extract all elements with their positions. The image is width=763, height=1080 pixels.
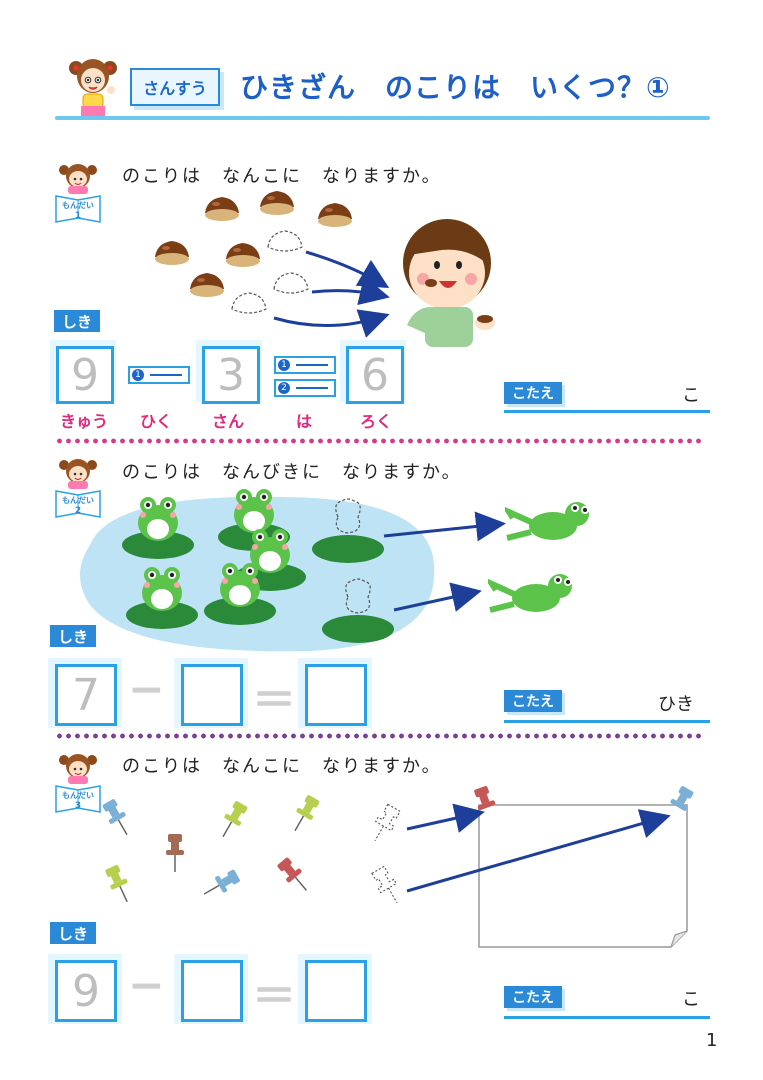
chestnut-icon (155, 241, 189, 265)
problem-1-equals-top-box[interactable]: 1 (274, 356, 336, 374)
problem-3-minus-sign: − (128, 960, 165, 1011)
reading-label: ひく (140, 412, 173, 431)
subject-badge: さんすう (130, 68, 220, 106)
problem-1-equals-bottom-box[interactable]: 2 (274, 379, 336, 397)
chestnut-icon (190, 273, 224, 297)
pushpin-icon (274, 854, 315, 897)
operator-mark-1: 1 (132, 369, 144, 381)
problem-2-mascot-icon (55, 459, 101, 518)
pushpin-icon (198, 866, 243, 903)
problem-1-subtrahend-box: 3 (202, 346, 260, 404)
problem-2-subtrahend-input[interactable] (181, 664, 243, 726)
problem-3-question: のこりは なんこに なりますか。 (122, 756, 442, 777)
problem-3-shiki-label: しき (50, 922, 96, 944)
section-divider (55, 733, 705, 739)
problem-3-answer-label: こたえ (504, 986, 562, 1008)
problem-2-equals-sign: ＝ (252, 675, 296, 726)
problem-3-result-input[interactable] (305, 960, 367, 1022)
reading-label: さん (212, 412, 245, 431)
pushpin-icon (99, 796, 136, 841)
problem-2-arrows (383, 511, 506, 612)
problem-3-minuend-box: 9 (55, 960, 117, 1022)
pushpin-outline-icon (366, 802, 403, 846)
pushpin-icon (165, 833, 185, 873)
problem-1-number: 1 (74, 211, 82, 221)
section-divider (55, 438, 705, 444)
problem-2-shiki-label: しき (50, 625, 96, 647)
problem-1-arrows (273, 250, 390, 338)
pushpin-icon (670, 786, 694, 811)
page-number: 1 (706, 1030, 718, 1051)
pushpins-illustration (99, 792, 406, 908)
problem-2-answer-label: こたえ (504, 690, 562, 712)
problem-1-answer-label: こたえ (504, 382, 562, 404)
problem-3-mascot-icon (55, 754, 101, 813)
problem-1-minuend-box: 9 (56, 346, 114, 404)
chestnut-outline-icon (231, 292, 267, 314)
problem-1-operator-box[interactable]: 1 (128, 366, 190, 384)
operator-mark-2: 1 (278, 359, 290, 371)
problem-1-question: のこりは なんこに なりますか。 (122, 166, 442, 187)
problem-3-tag: もんだい (62, 791, 94, 800)
chestnut-icon (318, 203, 352, 227)
problem-3-number: 3 (74, 801, 82, 811)
page-title: ひきざん のこりは いくつ？① (240, 71, 671, 104)
problem-3-answer-unit: こ (682, 989, 700, 1010)
jumping-frog-icon (505, 502, 589, 541)
problem-2-result-input[interactable] (305, 664, 367, 726)
problem-1-shiki-label: しき (54, 310, 100, 332)
problem-3-equals-sign: ＝ (252, 971, 296, 1022)
problem-2-answer-unit: ひき (658, 694, 694, 715)
problem-1-mascot-icon (55, 164, 101, 223)
problem-1-answer-unit: こ (682, 385, 700, 406)
problem-2-minus-sign: − (128, 664, 165, 715)
reading-label: ろく (360, 412, 393, 431)
jumping-frog-icon (488, 574, 572, 613)
board-with-pins-illustration (406, 786, 694, 948)
chestnut-icon (226, 243, 260, 267)
problem-2-minuend-box: 7 (55, 664, 117, 726)
problem-1-answer-field[interactable] (504, 410, 710, 413)
mascot-girl-icon (69, 59, 117, 116)
problem-2-answer-field[interactable] (504, 720, 710, 723)
frog-pond-illustration (80, 489, 435, 652)
pushpin-icon (214, 798, 251, 843)
boy-eating-illustration (403, 219, 495, 347)
problem-2-number: 2 (74, 506, 82, 516)
header-rule (55, 116, 710, 120)
chestnut-icon (260, 191, 294, 215)
problem-2-question: のこりは なんびきに なりますか。 (122, 462, 462, 483)
problem-1-tag: もんだい (62, 201, 94, 210)
pushpin-icon (286, 792, 323, 837)
chestnut-icon (205, 197, 239, 221)
reading-label: きゅう (60, 412, 109, 431)
problem-2-tag: もんだい (62, 496, 94, 505)
problem-1-result-box: 6 (346, 346, 404, 404)
problem-3-subtrahend-input[interactable] (181, 960, 243, 1022)
pushpin-outline-icon (369, 864, 406, 908)
operator-mark-3: 2 (278, 382, 290, 394)
reading-label: は (296, 412, 313, 431)
problem-3-answer-field[interactable] (504, 1016, 710, 1019)
pushpin-icon (102, 862, 137, 907)
